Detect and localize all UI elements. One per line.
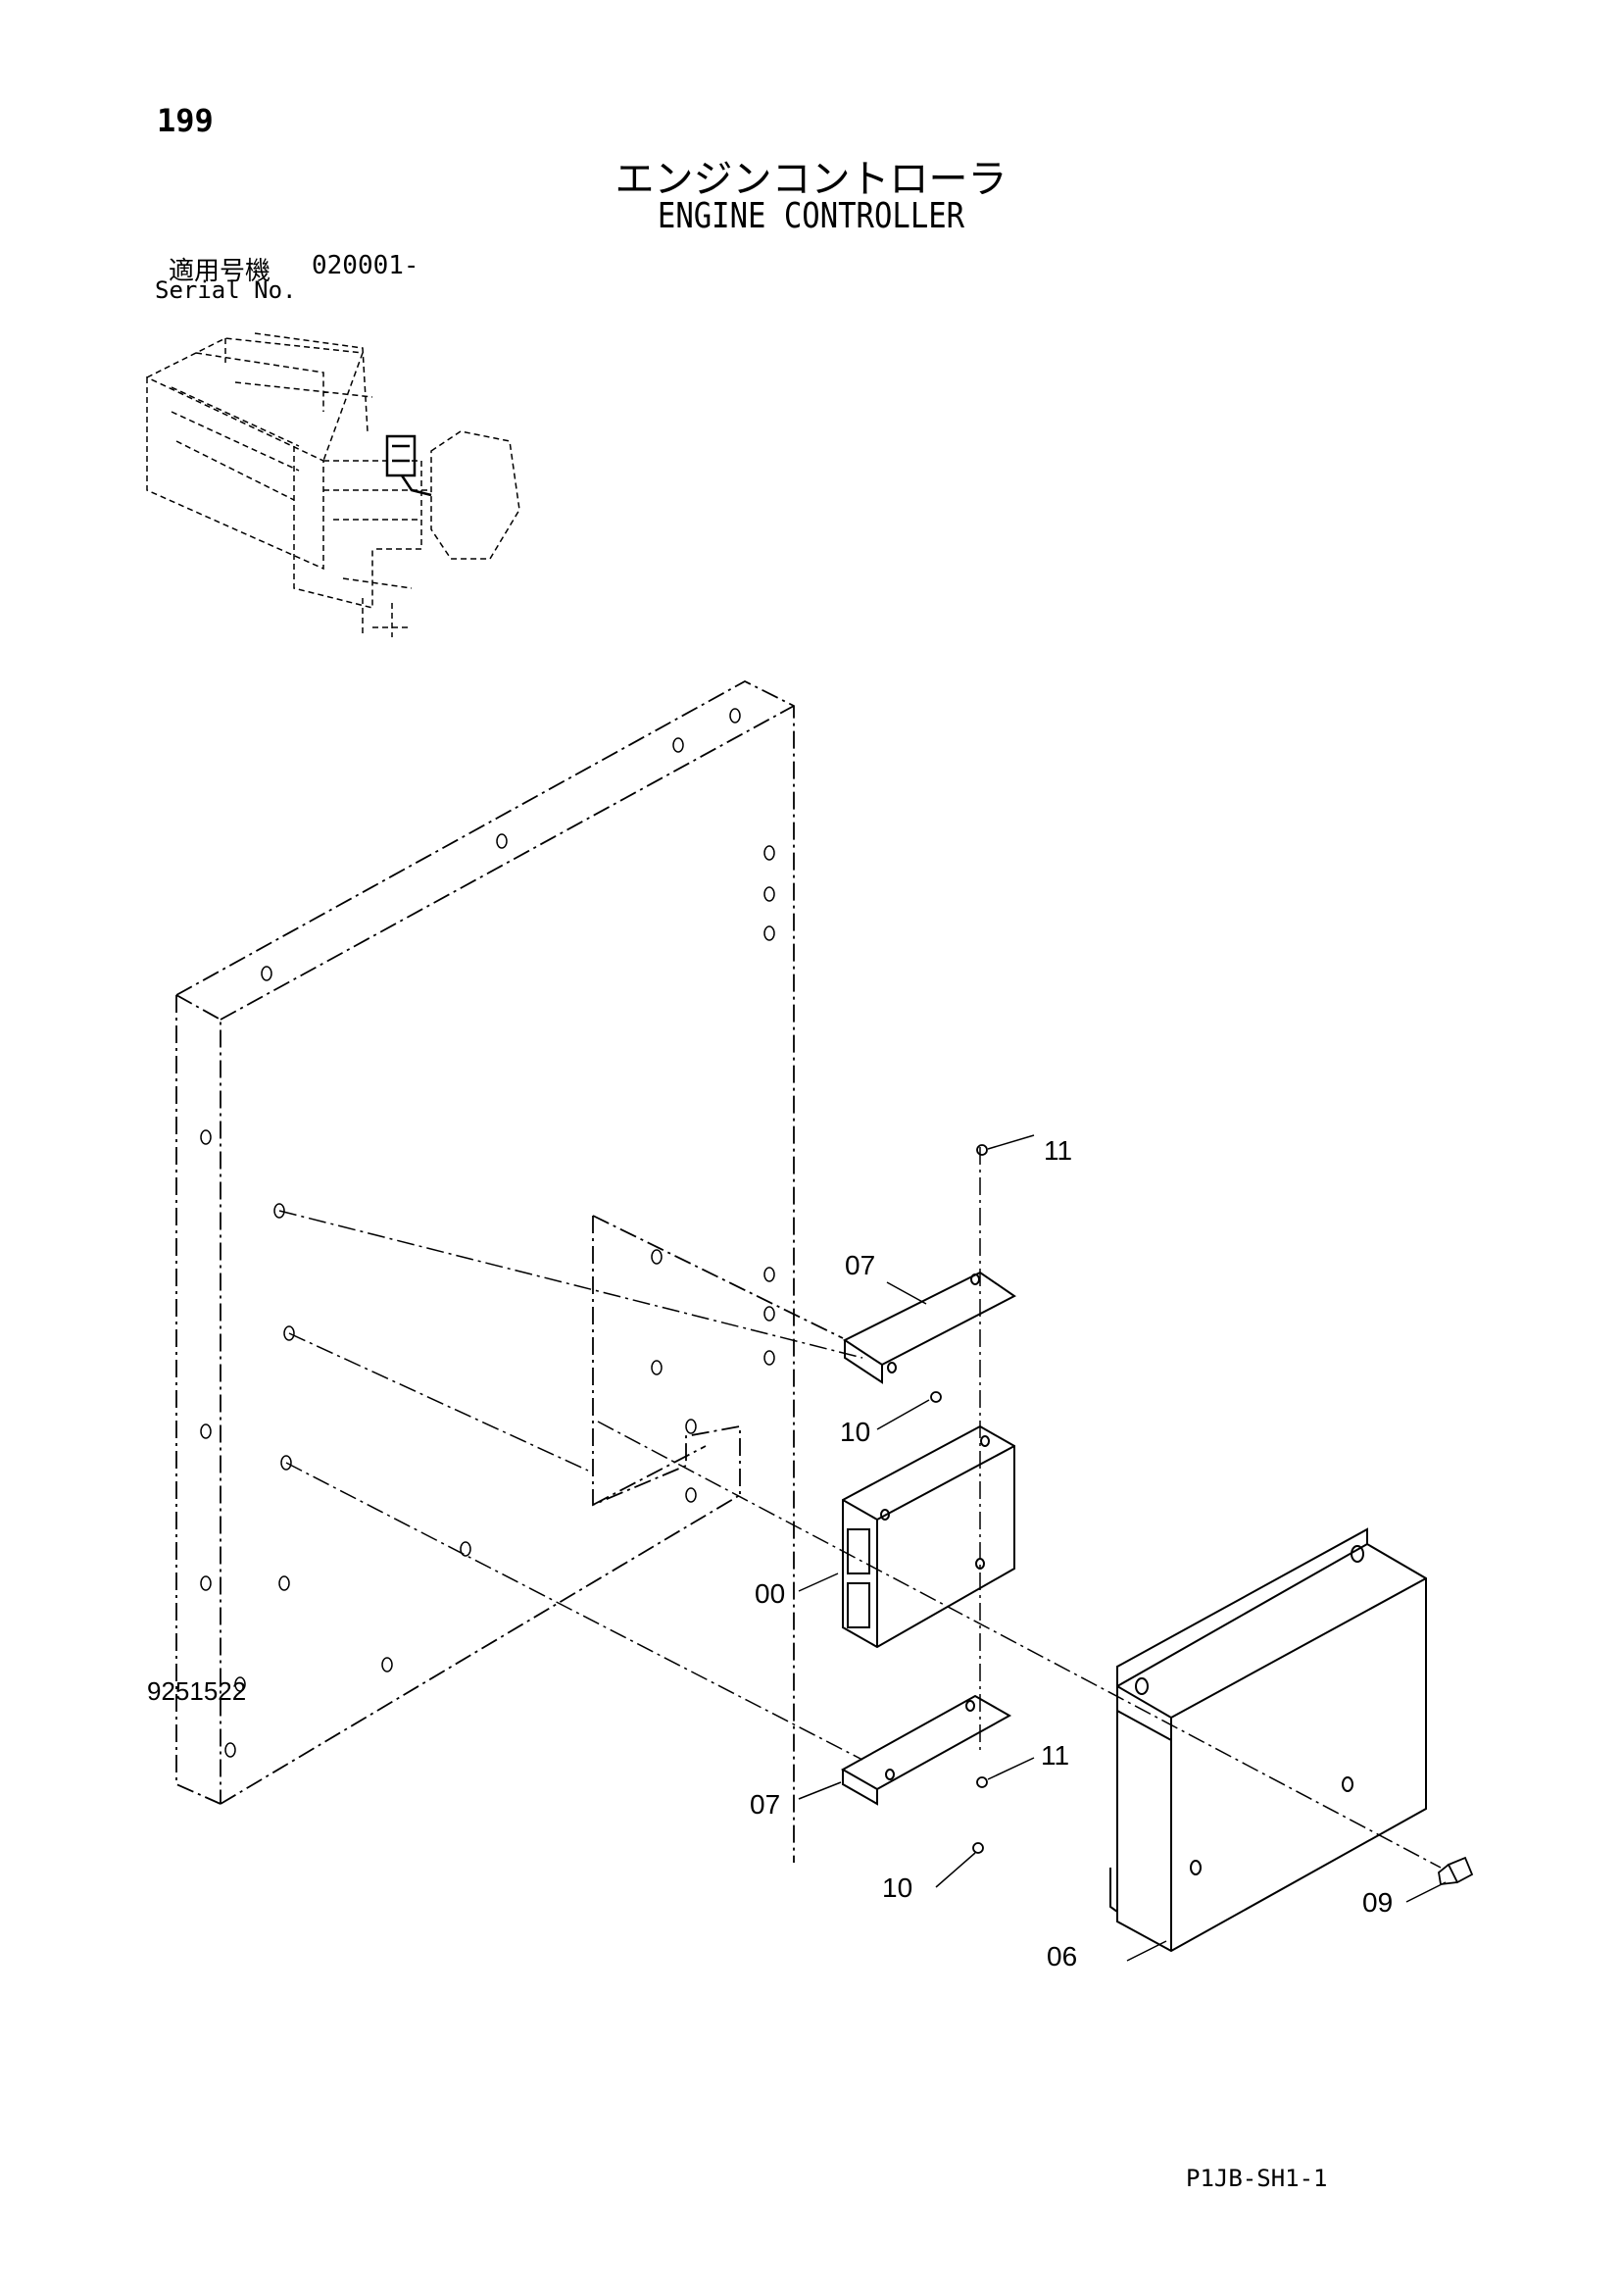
callout-11-upper: 11	[1044, 1135, 1073, 1166]
upper-bracket-07	[843, 1271, 1016, 1384]
page-title-english: ENGINE CONTROLLER	[657, 196, 965, 236]
callout-00: 00	[755, 1578, 786, 1609]
engine-controller-00	[842, 1424, 1015, 1649]
callout-10-upper: 10	[840, 1417, 871, 1447]
assembly-lines	[278, 1147, 1442, 1869]
serial-label-english: Serial No.	[155, 276, 297, 304]
callout-06: 06	[1047, 1941, 1078, 1972]
callout-11-lower: 11	[1041, 1740, 1070, 1771]
controller-highlight-in-thumbnail	[385, 434, 432, 497]
sheet-id: P1JB-SH1-1	[1186, 2165, 1328, 2192]
page-title-japanese: エンジンコントローラ	[614, 157, 1008, 202]
callout-10-lower: 10	[882, 1872, 913, 1903]
serial-number-value: 020001-	[312, 251, 419, 280]
callout-07-lower: 07	[750, 1789, 781, 1820]
leader-lines	[798, 1134, 1447, 1962]
callout-07-upper: 07	[845, 1250, 876, 1280]
page-number: 199	[157, 102, 214, 139]
serial-label-japanese: 適用号機	[169, 257, 271, 286]
machine-location-thumbnail	[146, 332, 520, 637]
callout-09: 09	[1362, 1887, 1394, 1918]
mounting-panel	[175, 679, 844, 1863]
mounting-holes	[200, 708, 775, 1758]
document-number: 9251522	[147, 1676, 247, 1706]
lower-bracket-07	[840, 1694, 1012, 1806]
fasteners	[930, 1144, 1474, 1885]
controller-cover-06	[1109, 1527, 1427, 1953]
